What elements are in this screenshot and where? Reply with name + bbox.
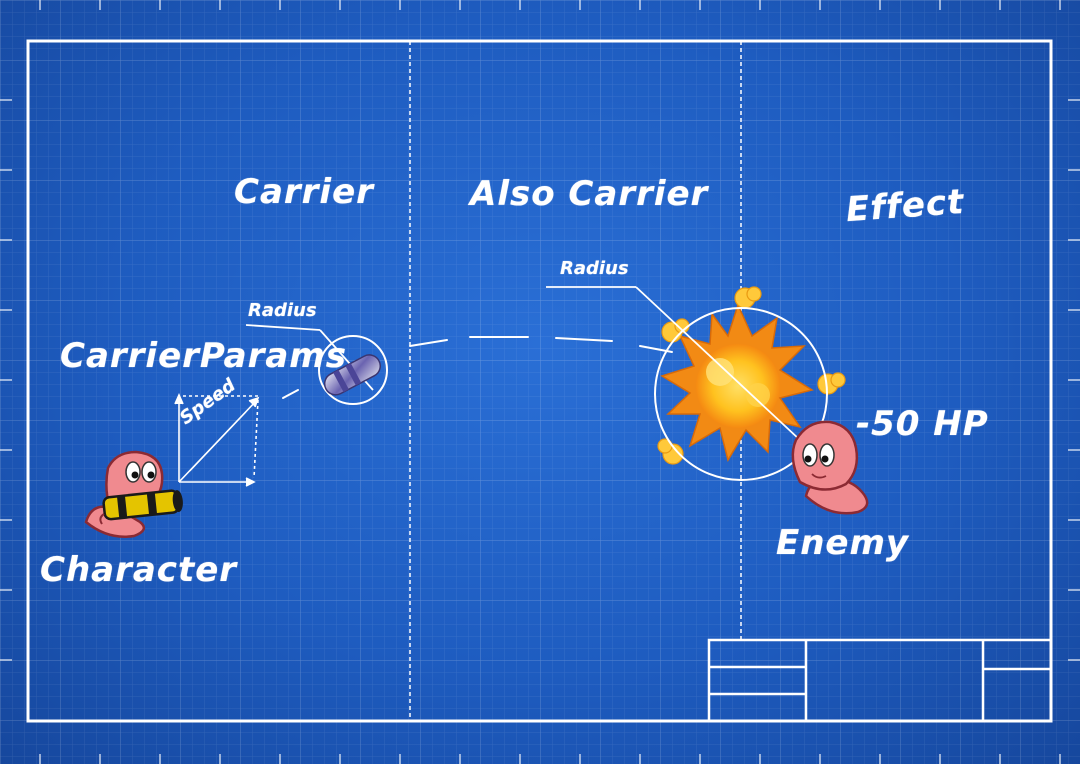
character-label: Character <box>40 550 238 590</box>
explosion-graphic <box>546 286 846 481</box>
speed-vector <box>174 393 260 487</box>
projectile <box>245 324 388 405</box>
character-worm <box>84 450 183 538</box>
section-title-effect: Effect <box>844 181 966 231</box>
projectile-radius-label: Radius <box>248 300 317 321</box>
section-title-also-carrier: Also Carrier <box>470 174 709 214</box>
damage-label: -50 HP <box>856 404 989 444</box>
explosion-radius-circle <box>654 307 828 481</box>
section-title-carrier: Carrier <box>234 172 374 212</box>
title-block <box>707 638 1053 723</box>
enemy-worm <box>791 420 869 515</box>
explosion-radius-label: Radius <box>560 258 629 279</box>
enemy-label: Enemy <box>776 523 910 563</box>
carrier-params-label: CarrierParams <box>60 336 347 376</box>
sheet-border <box>26 39 1053 723</box>
